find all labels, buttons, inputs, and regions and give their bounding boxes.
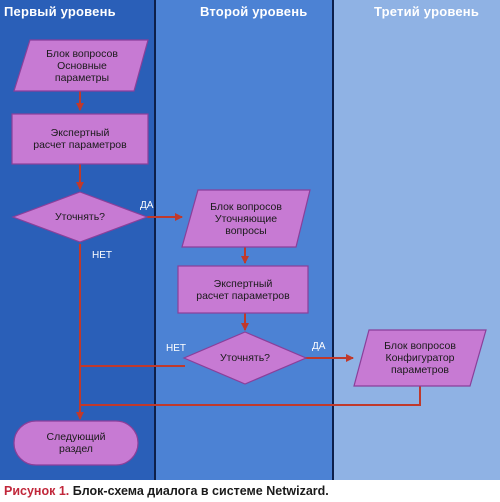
flowchart xyxy=(11,39,487,466)
node-q-basic-text: Блок вопросов Основные параметры xyxy=(46,48,118,84)
lane-title-level-1: Первый уровень xyxy=(4,4,116,19)
edge-label-no-2: НЕТ xyxy=(166,343,186,354)
lane-title-level-2: Второй уровень xyxy=(200,4,308,19)
node-expert2-text: Экспертный расчет параметров xyxy=(196,277,290,302)
lane-divider xyxy=(154,0,156,480)
edge-label-yes-2: ДА xyxy=(312,341,326,352)
edge-label-yes-1: ДА xyxy=(140,200,154,211)
node-q-config-shape xyxy=(353,329,487,387)
edge-label-no-1: НЕТ xyxy=(92,250,112,261)
node-q-refine-shape xyxy=(181,189,311,248)
node-decide2-shape xyxy=(182,331,308,385)
edge-qconfig-return xyxy=(80,386,421,406)
node-expert2-shape xyxy=(177,265,309,314)
node-q-config-text: Блок вопросов Конфигуратор параметров xyxy=(384,340,456,376)
node-q-basic-shape xyxy=(13,39,149,92)
node-next-shape xyxy=(13,420,139,466)
caption-text: Блок-схема диалога в системе Netwizard. xyxy=(72,484,329,498)
lane-divider xyxy=(332,0,334,480)
lane-title-level-3: Третий уровень xyxy=(374,4,480,19)
caption-label: Рисунок 1. xyxy=(4,484,70,498)
swimlane-level-3 xyxy=(334,0,500,480)
node-expert1-text: Экспертный расчет параметров xyxy=(33,127,127,151)
node-q-refine-text: Блок вопросов Уточняющие вопросы xyxy=(210,201,282,237)
node-decide1-shape xyxy=(11,191,149,243)
figure-caption: Рисунок 1. Блок-схема диалога в системе … xyxy=(0,481,500,502)
node-next-text: Следующий раздел xyxy=(46,431,106,455)
node-expert1-shape xyxy=(11,113,149,165)
node-decide2-text: Уточнять? xyxy=(219,352,271,364)
node-decide1-text: Уточнять? xyxy=(54,211,106,223)
